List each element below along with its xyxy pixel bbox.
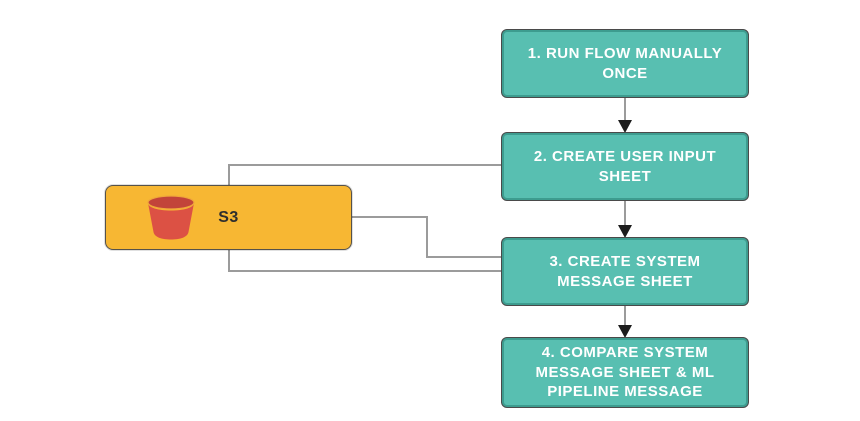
step-node-2: 2. CREATE USER INPUT SHEET (502, 133, 748, 200)
step-node-1: 1. RUN FLOW MANUALLY ONCE (502, 30, 748, 97)
s3-node: S3 (105, 185, 352, 250)
connector-s3-to-step2 (228, 164, 505, 188)
step-label-4: 4. COMPARE SYSTEM MESSAGE SHEET & ML PIP… (535, 344, 715, 401)
connector-s3-to-step3-upper (350, 216, 505, 258)
step-label-3: 3. CREATE SYSTEM MESSAGE SHEET (549, 253, 701, 290)
s3-bucket-body (148, 202, 194, 239)
step-node-3: 3. CREATE SYSTEM MESSAGE SHEET (502, 238, 748, 305)
flow-arrow-3-head (618, 325, 632, 338)
s3-bucket-icon (147, 194, 195, 239)
step-label-1: 1. RUN FLOW MANUALLY ONCE (527, 45, 723, 82)
step-node-4: 4. COMPARE SYSTEM MESSAGE SHEET & ML PIP… (502, 338, 748, 407)
flow-arrow-2-head (618, 225, 632, 238)
s3-bucket-lid (147, 194, 195, 210)
s3-label: S3 (218, 208, 239, 226)
connector-s3-to-step3-lower (228, 247, 505, 272)
flow-arrow-1-head (618, 120, 632, 133)
step-label-2: 2. CREATE USER INPUT SHEET (533, 148, 717, 185)
